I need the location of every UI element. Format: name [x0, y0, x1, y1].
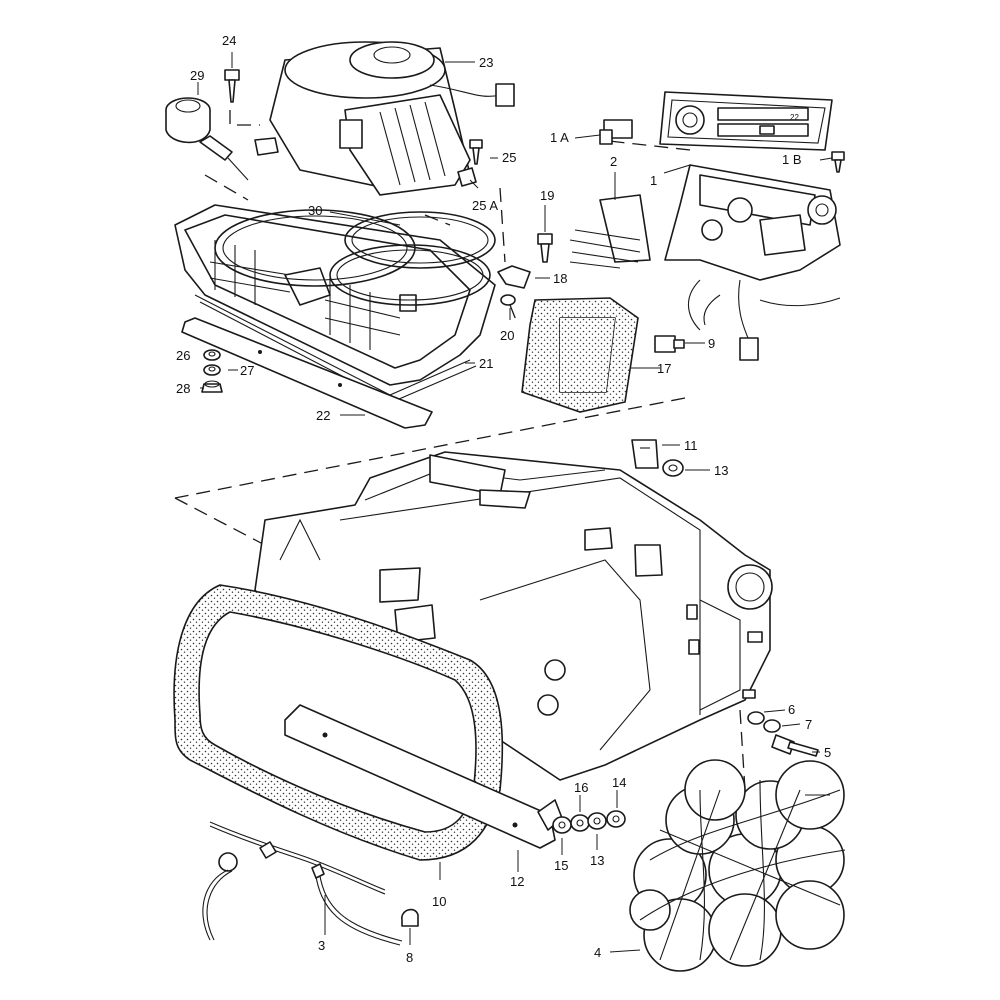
clip-11 — [631, 439, 659, 469]
nut-28 — [201, 380, 223, 393]
callout-20: 20 — [500, 328, 514, 343]
callout-4: 4 — [594, 945, 601, 960]
callout-13-upper: 13 — [714, 463, 728, 478]
temperature-sensor — [165, 97, 249, 181]
callout-3: 3 — [318, 938, 325, 953]
callout-5: 5 — [824, 745, 831, 760]
nut-20 — [500, 294, 516, 306]
callout-22: 22 — [316, 408, 330, 423]
bowden-cable-3 — [202, 821, 403, 946]
nut-14 — [606, 810, 626, 828]
screw-24 — [224, 69, 240, 103]
callout-24: 24 — [222, 33, 236, 48]
washer-16 — [570, 814, 590, 832]
callout-16: 16 — [574, 780, 588, 795]
connector-1a — [599, 119, 633, 145]
callout-27: 27 — [240, 363, 254, 378]
callout-12: 12 — [510, 874, 524, 889]
retaining-strip — [181, 317, 433, 429]
bracket-12 — [284, 704, 563, 849]
washer-15 — [552, 816, 572, 834]
callout-18: 18 — [553, 271, 567, 286]
callout-17: 17 — [657, 361, 671, 376]
nut-13-upper — [662, 459, 684, 477]
callout-28: 28 — [176, 381, 190, 396]
net-bag-balls — [629, 759, 846, 972]
callout-1: 1 — [650, 173, 657, 188]
callout-25a: 25 A — [472, 198, 498, 213]
callout-7: 7 — [805, 717, 812, 732]
bracket-18 — [497, 265, 531, 289]
washer-6 — [747, 711, 765, 725]
callout-21: 21 — [479, 356, 493, 371]
foam-air-duct — [521, 297, 639, 413]
washer-26 — [203, 349, 221, 361]
wiring-harness — [569, 194, 651, 269]
panel-temp-marking: 22 — [790, 113, 799, 122]
callout-13-lower: 13 — [590, 853, 604, 868]
callout-15: 15 — [554, 858, 568, 873]
grommet-8 — [401, 908, 419, 927]
callout-23: 23 — [479, 55, 493, 70]
callout-30: 30 — [308, 203, 322, 218]
callout-19: 19 — [540, 188, 554, 203]
callout-8: 8 — [406, 950, 413, 965]
callout-14: 14 — [612, 775, 626, 790]
gaskets-30 — [214, 209, 496, 306]
callout-labels: 24 29 23 25 25 A 30 19 18 20 21 26 27 28… — [176, 33, 831, 965]
climate-control-unit-assembly — [664, 164, 841, 361]
callout-leader-lines — [197, 52, 833, 953]
callout-26: 26 — [176, 348, 190, 363]
clip-27 — [203, 364, 221, 376]
screw-1b — [831, 151, 845, 173]
callout-1a: 1 A — [550, 130, 569, 145]
callout-1b: 1 B — [782, 152, 802, 167]
bolt-19 — [537, 233, 553, 263]
callout-29: 29 — [190, 68, 204, 83]
callout-11: 11 — [684, 438, 698, 453]
nut-13-lower — [587, 812, 607, 830]
callout-2: 2 — [610, 154, 617, 169]
callout-6: 6 — [788, 702, 795, 717]
washer-7 — [763, 719, 781, 733]
climate-control-panel: 22 — [659, 91, 833, 151]
callout-25: 25 — [502, 150, 516, 165]
blower-motor-housing — [254, 41, 515, 196]
callout-10: 10 — [432, 894, 446, 909]
bolt-5 — [771, 734, 819, 757]
callout-9: 9 — [708, 336, 715, 351]
screw-25 — [469, 139, 483, 165]
upper-heater-box — [174, 204, 496, 403]
connector-9 — [654, 335, 685, 353]
